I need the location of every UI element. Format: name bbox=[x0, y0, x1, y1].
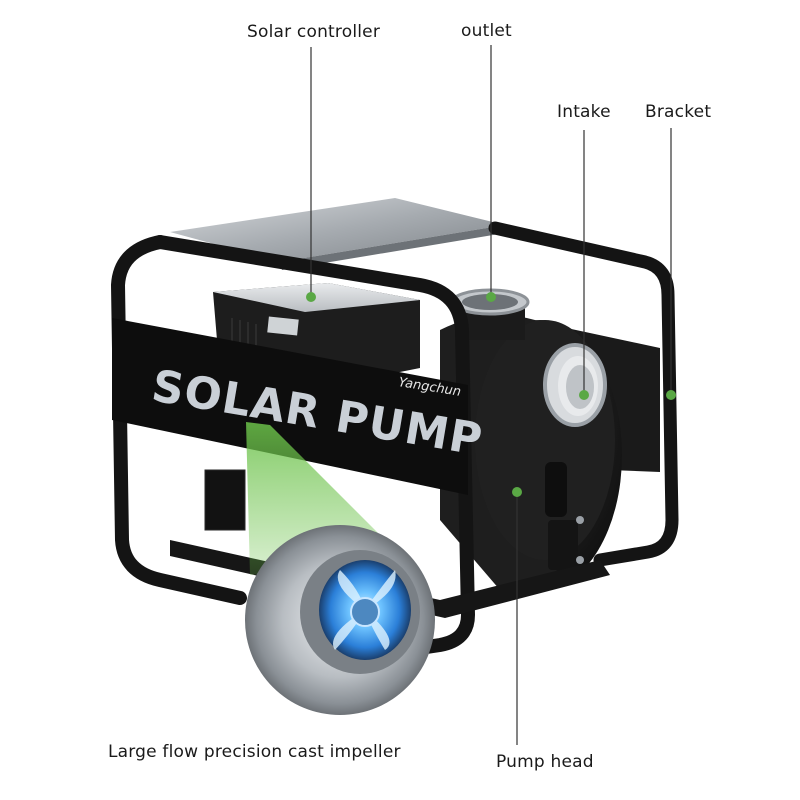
label-outlet: outlet bbox=[461, 21, 512, 41]
callout-dot-intake bbox=[579, 390, 589, 400]
top-plate bbox=[170, 198, 505, 262]
callout-dot-outlet bbox=[486, 292, 496, 302]
callout-dot-bracket bbox=[666, 390, 676, 400]
label-bracket: Bracket bbox=[645, 102, 712, 122]
front-panel bbox=[112, 318, 468, 495]
label-impeller: Large flow precision cast impeller bbox=[108, 742, 401, 762]
frame-front-loop bbox=[110, 235, 247, 605]
impeller-disc bbox=[245, 525, 435, 715]
label-pump-head: Pump head bbox=[496, 752, 594, 772]
label-solar-controller: Solar controller bbox=[247, 22, 381, 42]
label-intake: Intake bbox=[557, 102, 611, 122]
callout-dot-solar-controller bbox=[306, 292, 316, 302]
frame-back-loop bbox=[488, 221, 679, 567]
callout-dot-pump-head bbox=[512, 487, 522, 497]
